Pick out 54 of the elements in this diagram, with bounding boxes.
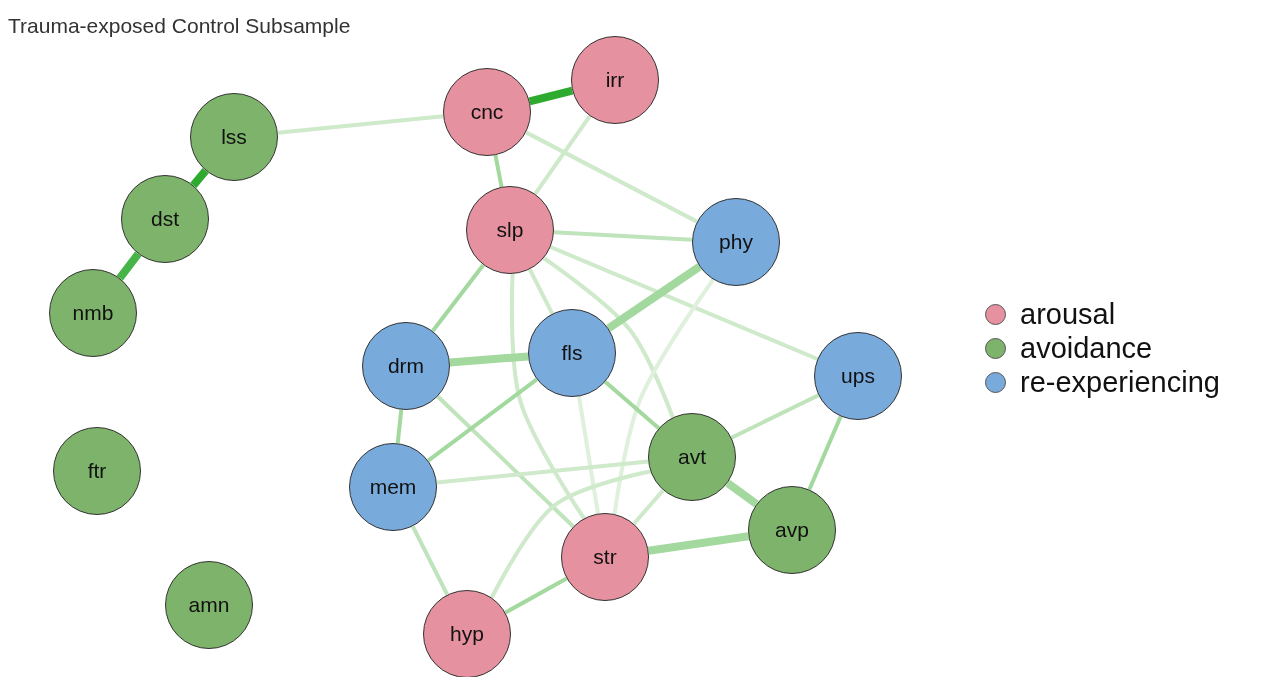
network-edge xyxy=(730,393,820,440)
node-label: amn xyxy=(188,593,230,617)
network-edge xyxy=(116,251,142,281)
network-edge xyxy=(577,396,600,514)
legend-label: avoidance xyxy=(1020,332,1153,365)
node-label: dst xyxy=(151,207,179,231)
node-label: phy xyxy=(719,230,753,254)
network-edge xyxy=(807,415,843,491)
network-edge xyxy=(606,263,702,332)
node-label: ftr xyxy=(87,459,107,483)
node-label: drm xyxy=(387,354,425,378)
network-edge xyxy=(648,532,749,555)
network-edge xyxy=(528,86,574,106)
chart-title: Trauma-exposed Control Subsample xyxy=(8,14,351,38)
node-label: fls xyxy=(561,341,583,365)
node-label: irr xyxy=(605,68,625,92)
node-label: slp xyxy=(496,218,524,242)
network-edge xyxy=(542,256,675,419)
node-label: mem xyxy=(369,475,417,499)
network-edge xyxy=(431,263,485,333)
network-edge xyxy=(427,377,538,463)
network-edge xyxy=(436,459,649,485)
node-label: ups xyxy=(841,364,875,388)
node-label: avp xyxy=(775,518,809,542)
network-edge xyxy=(725,479,759,508)
node-circle xyxy=(648,413,736,501)
node-label: str xyxy=(593,545,617,569)
network-edge xyxy=(277,114,444,135)
node-label: nmb xyxy=(72,301,114,325)
network-edge xyxy=(528,268,554,315)
network-edge xyxy=(632,488,665,526)
legend-label: re-experiencing xyxy=(1020,366,1220,399)
network-edge xyxy=(525,130,698,224)
network-edge xyxy=(436,395,575,528)
node-circle xyxy=(423,590,511,677)
network-edge xyxy=(490,469,651,599)
legend-label: arousal xyxy=(1020,298,1116,331)
network-edge xyxy=(449,352,529,367)
node-circle xyxy=(466,186,554,274)
node-label: cnc xyxy=(470,100,504,124)
network-edge xyxy=(553,230,693,242)
node-label: avt xyxy=(678,445,706,469)
network-edge xyxy=(603,380,661,430)
node-circle xyxy=(528,309,616,397)
network-edge xyxy=(411,525,449,596)
network-edge xyxy=(549,245,819,361)
node-label: hyp xyxy=(450,622,484,646)
network-edge xyxy=(533,114,592,196)
network-edge xyxy=(395,409,404,444)
network-edge xyxy=(493,154,504,188)
network-edge xyxy=(190,168,209,188)
network-edge xyxy=(509,273,586,520)
network-edge xyxy=(504,576,568,615)
node-label: lss xyxy=(221,125,247,149)
